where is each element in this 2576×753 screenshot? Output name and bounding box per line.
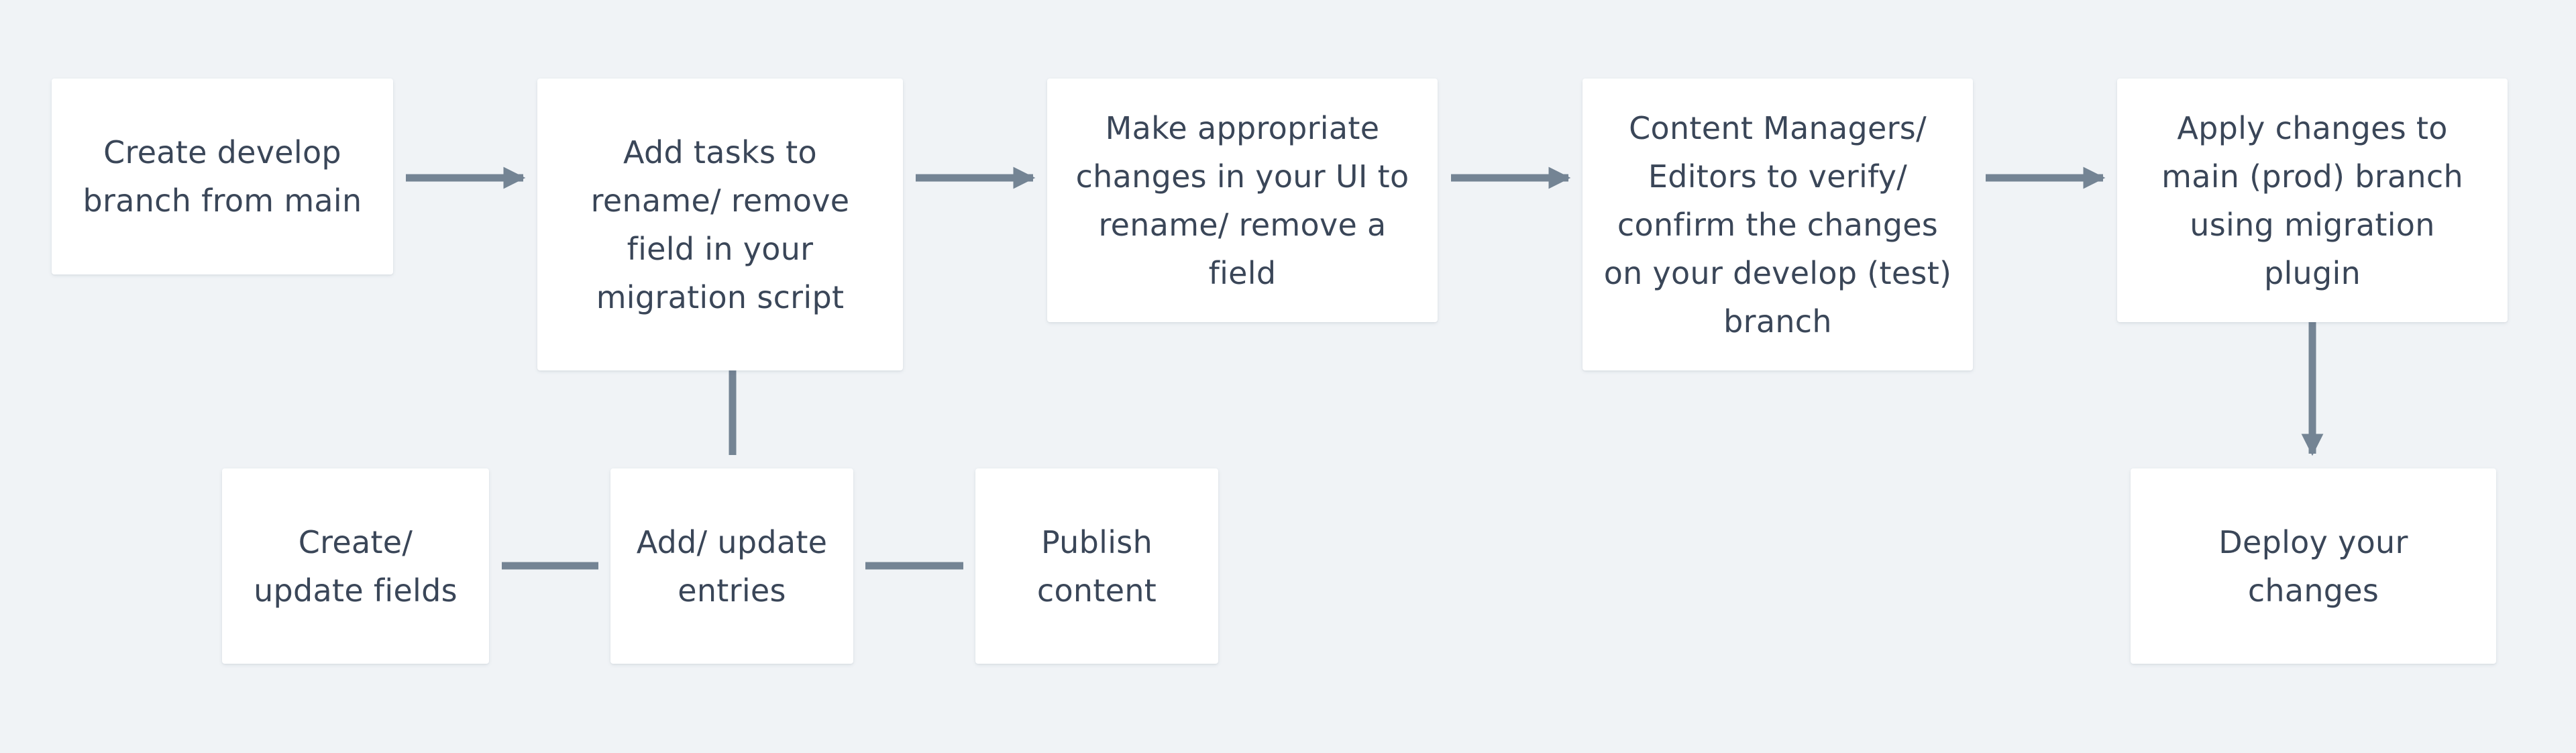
node-verify-label: Content Managers/ Editors to verify/ con… (1603, 109, 1952, 340)
node-verify: Content Managers/ Editors to verify/ con… (1582, 79, 1973, 370)
node-make-changes: Make appropriate changes in your UI to r… (1047, 79, 1438, 322)
node-add-update-entries: Add/ update entries (610, 468, 853, 664)
node-deploy: Deploy your changes (2131, 468, 2496, 664)
node-create-update-fields-label: Create/ update fields (254, 523, 458, 609)
node-deploy-label: Deploy your changes (2218, 523, 2408, 609)
node-add-update-entries-label: Add/ update entries (636, 523, 828, 609)
node-apply-changes-label: Apply changes to main (prod) branch usin… (2161, 109, 2463, 291)
node-create-develop-label: Create develop branch from main (83, 134, 362, 219)
node-create-update-fields: Create/ update fields (222, 468, 489, 664)
node-create-develop: Create develop branch from main (52, 79, 393, 274)
node-add-tasks-label: Add tasks to rename/ remove field in you… (590, 134, 850, 315)
node-add-tasks: Add tasks to rename/ remove field in you… (537, 79, 903, 370)
node-publish-content-label: Publish content (1036, 523, 1157, 609)
node-publish-content: Publish content (975, 468, 1218, 664)
node-make-changes-label: Make appropriate changes in your UI to r… (1075, 109, 1409, 291)
node-apply-changes: Apply changes to main (prod) branch usin… (2117, 79, 2508, 322)
